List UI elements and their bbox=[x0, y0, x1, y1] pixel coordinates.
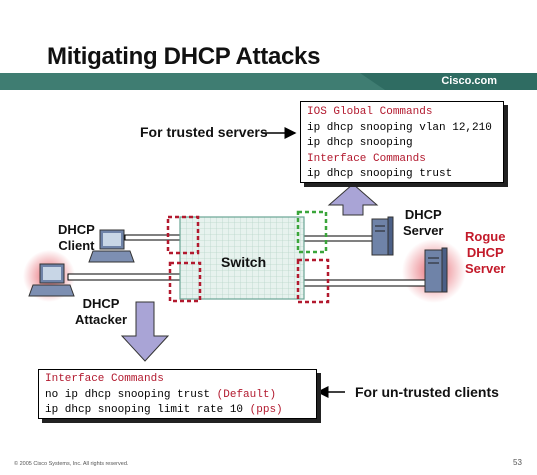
command-text: ip dhcp snooping limit rate 10 bbox=[45, 404, 250, 416]
untrusted-clients-label: For un-trusted clients bbox=[355, 384, 499, 400]
client-pc-icon bbox=[88, 229, 135, 263]
label-line: Rogue bbox=[465, 229, 506, 244]
dhcp-server-label: DHCP Server bbox=[403, 207, 443, 239]
interface-commands-header: Interface Commands bbox=[45, 373, 164, 385]
server-tower-icon bbox=[371, 216, 394, 256]
interface-command-line: ip dhcp snooping trust bbox=[307, 168, 453, 180]
command-note: (pps) bbox=[249, 404, 283, 416]
label-line: Client bbox=[58, 238, 95, 253]
label-line: Server bbox=[403, 223, 444, 238]
command-note: (Default) bbox=[216, 388, 277, 401]
link-attacker bbox=[67, 273, 186, 281]
label-line: DHCP bbox=[58, 222, 95, 237]
cisco-brand: Cisco.com bbox=[441, 75, 497, 87]
rogue-server-label: Rogue DHCP Server bbox=[465, 229, 505, 277]
untrusted-command-box: Interface Commands no ip dhcp snooping t… bbox=[38, 369, 317, 419]
untrusted-port-client bbox=[166, 215, 200, 255]
global-command-line: ip dhcp snooping vlan 12,210 bbox=[307, 121, 492, 134]
up-arrow-icon bbox=[327, 183, 379, 216]
label-line: Server bbox=[465, 261, 506, 276]
page-title: Mitigating DHCP Attacks bbox=[47, 43, 321, 70]
label-line: Attacker bbox=[75, 312, 128, 327]
dhcp-attacker-label: DHCP Attacker bbox=[75, 296, 127, 328]
header-band bbox=[0, 73, 537, 90]
trusted-servers-label: For trusted servers bbox=[140, 124, 268, 140]
label-line: DHCP bbox=[82, 296, 120, 311]
link-client bbox=[124, 234, 186, 241]
down-arrow-icon bbox=[120, 301, 170, 362]
command-text: no ip dhcp snooping trust bbox=[45, 388, 217, 401]
interface-commands-header: Interface Commands bbox=[307, 152, 426, 165]
switch-label: Switch bbox=[221, 254, 267, 270]
global-commands-header: IOS Global Commands bbox=[307, 106, 433, 118]
page-number: 53 bbox=[513, 458, 522, 467]
label-line: DHCP bbox=[404, 207, 442, 222]
untrusted-port-attacker bbox=[168, 261, 202, 303]
untrusted-port-rogue bbox=[296, 258, 330, 304]
trusted-command-box: IOS Global Commands ip dhcp snooping vla… bbox=[300, 101, 504, 183]
dhcp-client-label: DHCP Client bbox=[58, 222, 95, 254]
link-server bbox=[299, 235, 373, 242]
attacker-pc-icon bbox=[28, 263, 75, 297]
rogue-server-icon bbox=[424, 247, 448, 293]
trusted-port-server bbox=[296, 210, 328, 254]
global-command-line: ip dhcp snooping bbox=[307, 137, 413, 149]
label-line: DHCP bbox=[466, 245, 504, 260]
copyright-footer: © 2005 Cisco Systems, Inc. All rights re… bbox=[14, 461, 129, 467]
link-rogue bbox=[299, 279, 429, 287]
